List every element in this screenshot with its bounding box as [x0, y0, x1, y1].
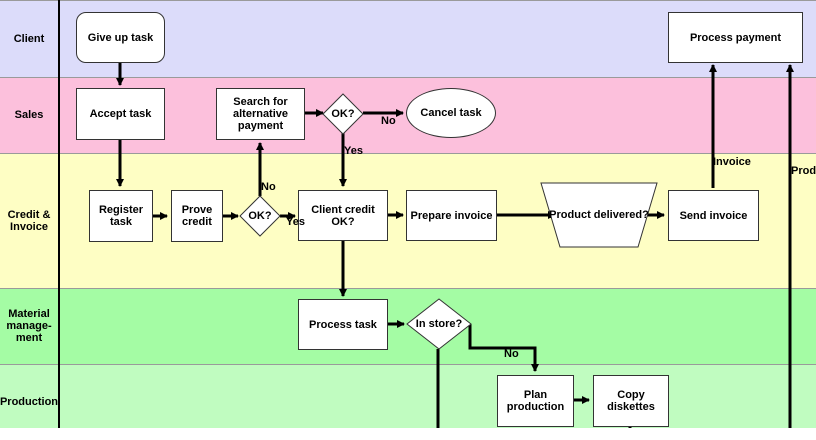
- lane-label-credit-invoice: Credit & Invoice: [7, 208, 51, 233]
- node-register-task: Register task: [89, 190, 153, 242]
- node-give-up-task: Give up task: [76, 12, 165, 63]
- node-in-store-diamond: [406, 298, 472, 350]
- lane-material-management: [0, 288, 816, 364]
- node-process-payment: Process payment: [668, 12, 803, 63]
- node-accept-task: Accept task: [76, 88, 165, 140]
- node-send-invoice: Send invoice: [668, 190, 759, 241]
- lane-label-production: Production: [0, 396, 59, 408]
- node-ok-credit-diamond: [239, 195, 281, 237]
- node-ok-credit-label: OK?: [248, 210, 272, 222]
- node-process-task: Process task: [298, 299, 388, 350]
- edge-instore-plan: [468, 324, 539, 372]
- lane-header-divider: [58, 0, 60, 428]
- lane-label-sales: Sales: [14, 109, 44, 121]
- node-plan-production: Plan production: [497, 375, 574, 427]
- edge-label-no-credit: No: [261, 181, 276, 193]
- edge-label-yes-credit: Yes: [286, 216, 305, 228]
- node-prepare-invoice: Prepare invoice: [406, 190, 497, 241]
- node-ok-sales-label: OK?: [331, 108, 355, 120]
- node-copy-diskettes: Copy diskettes: [593, 375, 669, 427]
- flow-edges: [116, 63, 794, 428]
- lane-production: [0, 364, 816, 428]
- node-client-credit-ok: Client credit OK?: [298, 190, 388, 241]
- edge-label-yes-sales: Yes: [344, 145, 363, 157]
- edge-label-invoice: Invoice: [713, 156, 751, 168]
- node-in-store-label: In store?: [415, 318, 463, 330]
- node-prove-credit: Prove credit: [171, 190, 223, 242]
- node-product-delivered-label: Product delivered?: [549, 209, 649, 221]
- edge-label-no-cancel: No: [381, 115, 396, 127]
- edge-label-no-store: No: [504, 348, 519, 360]
- node-cancel-task: Cancel task: [406, 88, 496, 138]
- node-product-delivered-shape: [540, 182, 658, 248]
- lane-label-client: Client: [13, 32, 45, 45]
- edge-label-product-cut: Produ: [791, 165, 816, 177]
- node-search-alternative-payment: Search for alternative payment: [216, 88, 305, 140]
- node-ok-sales-diamond: [322, 93, 364, 135]
- lane-label-material-management: Material manage- ment: [6, 308, 52, 344]
